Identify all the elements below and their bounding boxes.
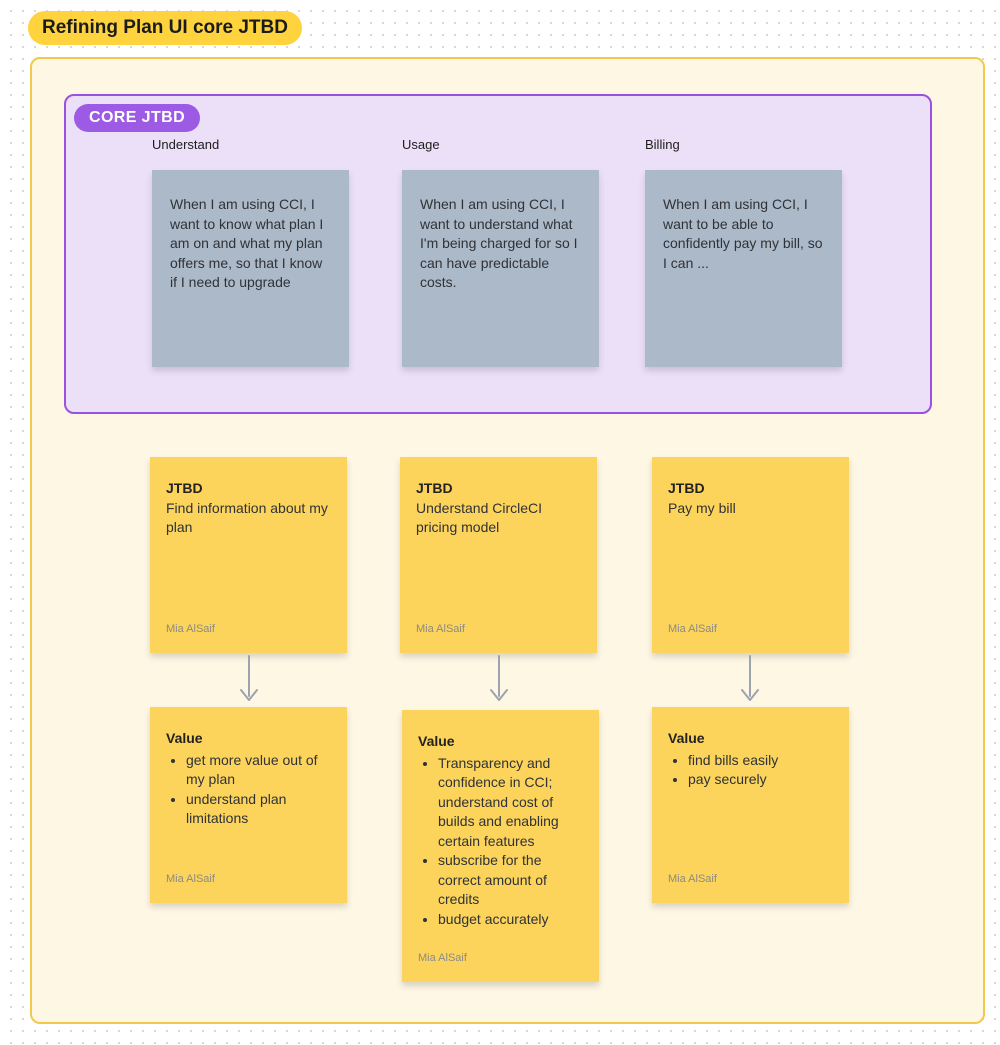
note-title: JTBD [416,480,453,496]
sticky-note-text: When I am using CCI, I want to be able t… [663,196,823,271]
column-header-understand[interactable]: Understand [152,137,220,152]
core-jtbd-section[interactable]: CORE JTBD Understand Usage Billing When … [64,94,932,414]
note-body: Find information about my plan [166,499,328,536]
note-body: Pay my bill [668,499,736,516]
sticky-note-text: When I am using CCI, I want to know what… [170,196,324,290]
sticky-note-jtbd-bill[interactable]: JTBD Pay my bill Mia AlSaif [652,457,849,653]
note-author: Mia AlSaif [416,622,465,635]
sticky-note-jtbd-pricing[interactable]: JTBD Understand CircleCI pricing model M… [400,457,597,653]
note-title: Value [418,733,455,749]
note-author: Mia AlSaif [418,951,467,964]
note-author: Mia AlSaif [668,622,717,635]
sticky-note-understand[interactable]: When I am using CCI, I want to know what… [152,170,349,367]
sticky-note-text: When I am using CCI, I want to understan… [420,196,578,290]
sticky-note-value-bill[interactable]: Value find bills easilypay securely Mia … [652,707,849,903]
arrow-down-connector[interactable] [486,654,512,706]
core-jtbd-section-label[interactable]: CORE JTBD [74,104,201,132]
note-bullet-list: get more value out of my planunderstand … [166,751,333,829]
sticky-note-jtbd-plan[interactable]: JTBD Find information about my plan Mia … [150,457,347,653]
note-author: Mia AlSaif [166,872,215,885]
sticky-note-value-plan[interactable]: Value get more value out of my planunder… [150,707,347,903]
bullet-item: budget accurately [438,910,585,930]
sticky-note-usage[interactable]: When I am using CCI, I want to understan… [402,170,599,367]
bullet-item: get more value out of my plan [186,751,333,790]
board-frame[interactable]: CORE JTBD Understand Usage Billing When … [30,57,985,1024]
note-bullet-list: Transparency and confidence in CCI; unde… [418,754,585,930]
bullet-item: Transparency and confidence in CCI; unde… [438,754,585,852]
bullet-item: pay securely [688,770,835,790]
board-title[interactable]: Refining Plan UI core JTBD [28,11,302,45]
sticky-note-billing[interactable]: When I am using CCI, I want to be able t… [645,170,842,367]
note-author: Mia AlSaif [668,872,717,885]
arrow-down-connector[interactable] [737,654,763,706]
column-header-usage[interactable]: Usage [402,137,440,152]
bullet-item: find bills easily [688,751,835,771]
note-title: JTBD [668,480,705,496]
note-title: Value [668,730,705,746]
bullet-item: subscribe for the correct amount of cred… [438,851,585,910]
note-bullet-list: find bills easilypay securely [668,751,835,790]
column-header-billing[interactable]: Billing [645,137,680,152]
note-author: Mia AlSaif [166,622,215,635]
note-title: Value [166,730,203,746]
note-body: Understand CircleCI pricing model [416,499,543,536]
bullet-item: understand plan limitations [186,790,333,829]
arrow-down-connector[interactable] [236,654,262,706]
note-title: JTBD [166,480,203,496]
sticky-note-value-pricing[interactable]: Value Transparency and confidence in CCI… [402,710,599,982]
